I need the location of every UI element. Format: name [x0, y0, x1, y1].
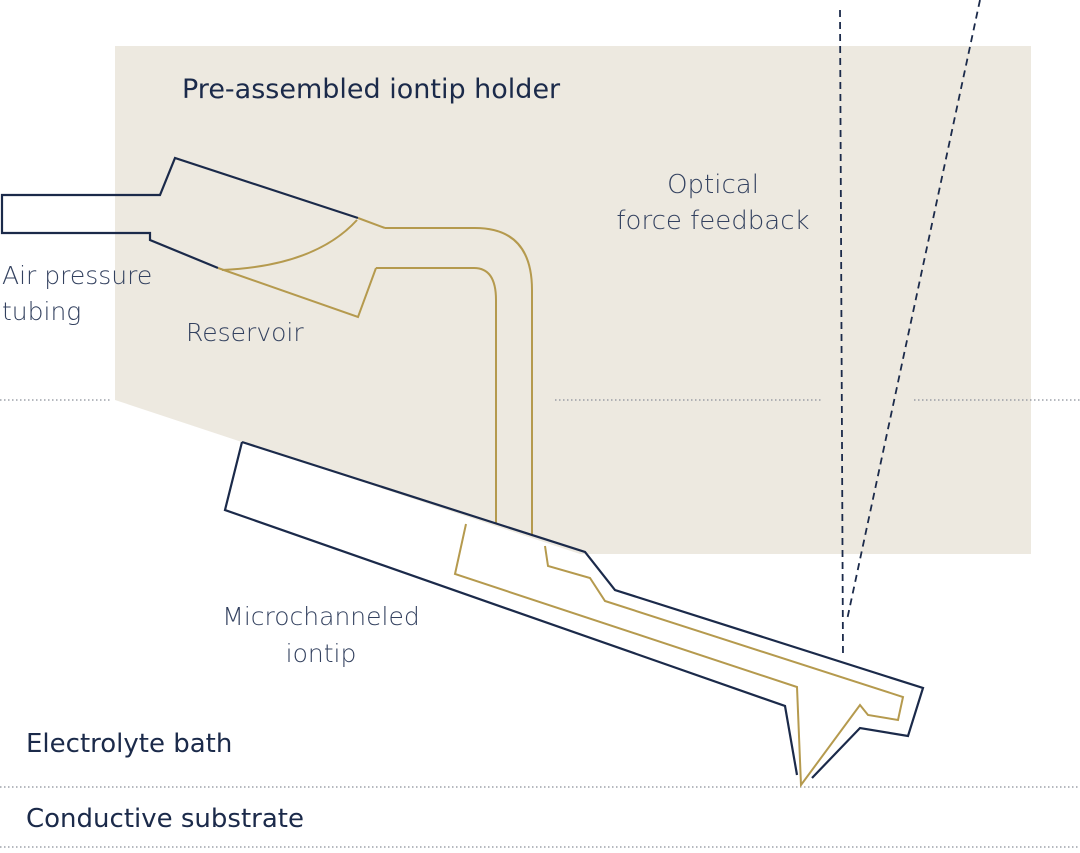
channel-outer [385, 227, 533, 536]
dotted-reference-lines [0, 399, 1080, 848]
label-air-line1: Air pressure [2, 261, 152, 290]
label-optical-line1: Optical [667, 170, 759, 200]
iontip-microchannel [453, 523, 905, 788]
optical-beam-incident [839, 9, 844, 659]
label-conductive-substrate: Conductive substrate [26, 804, 304, 834]
label-holder: Pre-assembled iontip holder [182, 74, 561, 105]
iontip-holder-block [115, 46, 1031, 554]
label-air-line2: tubing [2, 297, 81, 326]
channel-inner [376, 267, 497, 524]
air-tubing-outline [0, 156, 359, 270]
optical-beam-reflected [846, 0, 981, 621]
label-iontip-line2: iontip [286, 639, 357, 668]
iontip-body-outline [223, 440, 925, 779]
label-iontip-line1: Microchanneled [222, 602, 419, 631]
reservoir-outline [217, 217, 386, 319]
reservoir-meniscus [221, 219, 358, 271]
label-optical-line2: force feedback [616, 206, 809, 236]
optical-beam-lines [839, 0, 981, 659]
label-electrolyte-bath: Electrolyte bath [26, 729, 232, 759]
label-reservoir: Reservoir [186, 318, 304, 347]
